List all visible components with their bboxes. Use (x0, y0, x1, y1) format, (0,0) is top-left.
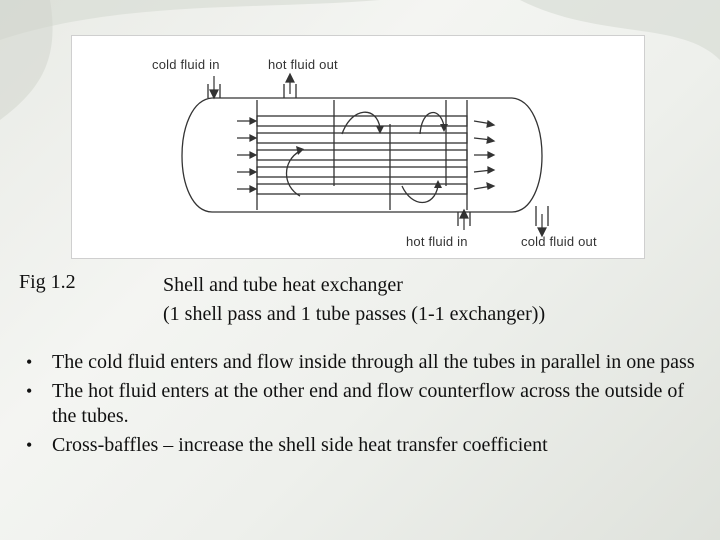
bullet-icon: • (26, 435, 33, 455)
bullet-icon: • (26, 381, 33, 401)
hot-fluid-out-label: hot fluid out (268, 57, 338, 72)
shell-flow-arrow (419, 111, 445, 135)
cold-fluid-in-label: cold fluid in (152, 57, 220, 72)
shell-flow-arrow (341, 111, 381, 135)
bullet-list: • The cold fluid enters and flow inside … (24, 350, 704, 462)
tube (256, 132, 468, 144)
bullet-text: The hot fluid enters at the other end an… (52, 380, 685, 427)
hot-fluid-in-label: hot fluid in (406, 234, 468, 249)
shell-flow-arrow (401, 185, 439, 203)
bullet-text: The cold fluid enters and flow inside th… (52, 351, 695, 373)
bullet-icon: • (26, 352, 33, 372)
cold-inlet-nozzle (207, 84, 221, 98)
hot-outlet-nozzle (283, 84, 297, 98)
caption-line-1: Shell and tube heat exchanger (163, 274, 403, 296)
shell-left-head (181, 97, 213, 213)
bullet-item: • Cross-baffles – increase the shell sid… (24, 433, 704, 458)
figure-caption: Shell and tube heat exchanger (1 shell p… (163, 271, 545, 329)
cold-fluid-out-label: cold fluid out (521, 234, 597, 249)
bullet-item: • The cold fluid enters and flow inside … (24, 350, 704, 375)
caption-line-2: (1 shell pass and 1 tube passes (1-1 exc… (163, 303, 546, 325)
tube (256, 149, 468, 161)
heat-exchanger-diagram (181, 72, 549, 238)
bullet-text: Cross-baffles – increase the shell side … (52, 434, 548, 456)
cold-outlet-nozzle (535, 206, 549, 226)
shell-right-head (511, 97, 543, 213)
hot-inlet-nozzle (457, 212, 471, 226)
tube (256, 115, 468, 127)
figure-number: Fig 1.2 (19, 271, 76, 293)
tube (256, 166, 468, 178)
shell-flow-arrow (286, 150, 301, 197)
heat-exchanger-figure: cold fluid in hot fluid out hot fluid in… (71, 35, 645, 259)
bullet-item: • The hot fluid enters at the other end … (24, 379, 704, 429)
